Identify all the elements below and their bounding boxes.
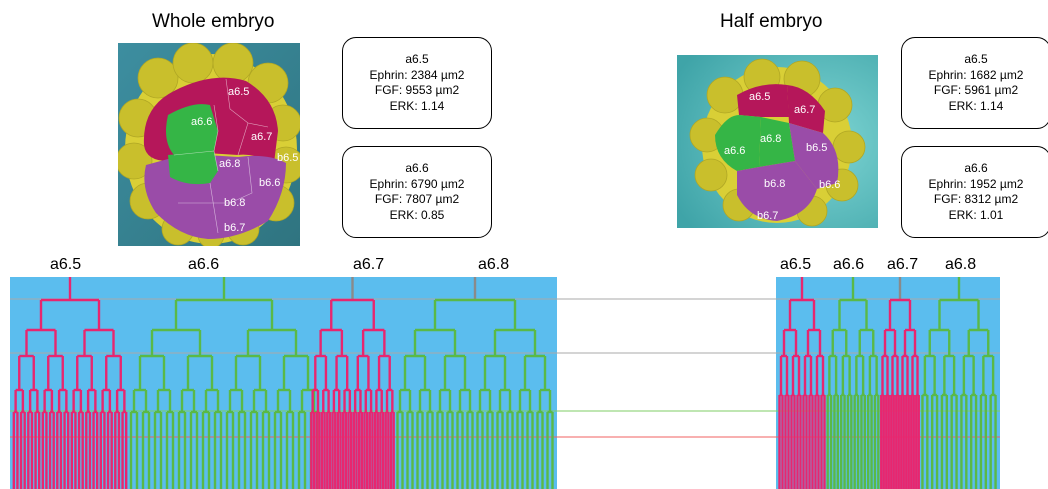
whole-cell-label-a65: a6.5: [228, 86, 249, 98]
whole-cell-label-b65: b6.5: [277, 152, 298, 164]
half-cell-label-a65: a6.5: [749, 91, 770, 103]
box-erk: ERK: 1.14: [948, 98, 1004, 113]
box-cell-name: a6.6: [964, 161, 988, 175]
box-fgf: FGF: 9553 µm2: [374, 83, 460, 97]
box-erk: ERK: 1.01: [948, 207, 1004, 222]
half-cell-label-b67: b6.7: [757, 210, 778, 222]
box-ephrin: Ephrin: 2384 µm2: [369, 67, 465, 82]
box-erk: ERK: 1.14: [389, 98, 445, 113]
whole-cell-label-b66: b6.6: [259, 177, 280, 189]
whole-cell-label-a67: a6.7: [251, 131, 272, 143]
half-cell-label-a67: a6.7: [794, 104, 815, 116]
half-cell-label-b65: b6.5: [806, 142, 827, 154]
half-embryo-image: a6.5 a6.7 a6.6 a6.8 b6.5 b6.8 b6.6 b6.7: [677, 55, 878, 228]
box-ephrin: Ephrin: 6790 µm2: [369, 176, 465, 191]
box-fgf: FGF: 5961 µm2: [933, 83, 1019, 97]
half-cell-label-b66: b6.6: [819, 179, 840, 191]
whole-cell-label-a68: a6.8: [219, 158, 240, 170]
box-ephrin: Ephrin: 1952 µm2: [928, 176, 1024, 191]
whole-lineage-label-a68: a6.8: [478, 256, 510, 273]
whole-cell-label-b68: b6.8: [224, 197, 245, 209]
whole-info-box-a66: a6.6 Ephrin: 6790 µm2 FGF: 7807 µm2 ERK:…: [342, 146, 492, 238]
half-embryo-title: Half embryo: [720, 11, 823, 32]
box-ephrin: Ephrin: 1682 µm2: [928, 67, 1024, 82]
box-cell-name: a6.5: [405, 52, 429, 66]
whole-cell-label-b67: b6.7: [224, 222, 245, 234]
whole-lineage-label-a67: a6.7: [353, 256, 385, 273]
whole-embryo-image: a6.5 a6.6 a6.7 a6.8 b6.5 b6.6 b6.8 b6.7: [118, 43, 300, 246]
whole-info-box-a65: a6.5 Ephrin: 2384 µm2 FGF: 9553 µm2 ERK:…: [342, 37, 492, 129]
whole-embryo-title: Whole embryo: [152, 11, 275, 32]
box-fgf: FGF: 8312 µm2: [933, 192, 1019, 206]
whole-lineage-label-a66: a6.6: [188, 256, 220, 273]
half-cell-label-a66: a6.6: [724, 145, 745, 157]
half-lineage-label-a67: a6.7: [887, 256, 919, 273]
half-cell-label-a68: a6.8: [760, 133, 781, 145]
whole-lineage-label-a65: a6.5: [50, 256, 82, 273]
box-cell-name: a6.5: [964, 52, 988, 66]
box-fgf: FGF: 7807 µm2: [374, 192, 460, 206]
box-cell-name: a6.6: [405, 161, 429, 175]
box-erk: ERK: 0.85: [389, 207, 445, 222]
half-lineage-label-a68: a6.8: [945, 256, 977, 273]
half-lineage-label-a66: a6.6: [833, 256, 865, 273]
half-lineage-label-a65: a6.5: [780, 256, 812, 273]
half-cell-label-b68: b6.8: [764, 178, 785, 190]
whole-cell-label-a66: a6.6: [191, 116, 212, 128]
half-info-box-a66: a6.6 Ephrin: 1952 µm2 FGF: 8312 µm2 ERK:…: [901, 146, 1048, 238]
half-info-box-a65: a6.5 Ephrin: 1682 µm2 FGF: 5961 µm2 ERK:…: [901, 37, 1048, 129]
